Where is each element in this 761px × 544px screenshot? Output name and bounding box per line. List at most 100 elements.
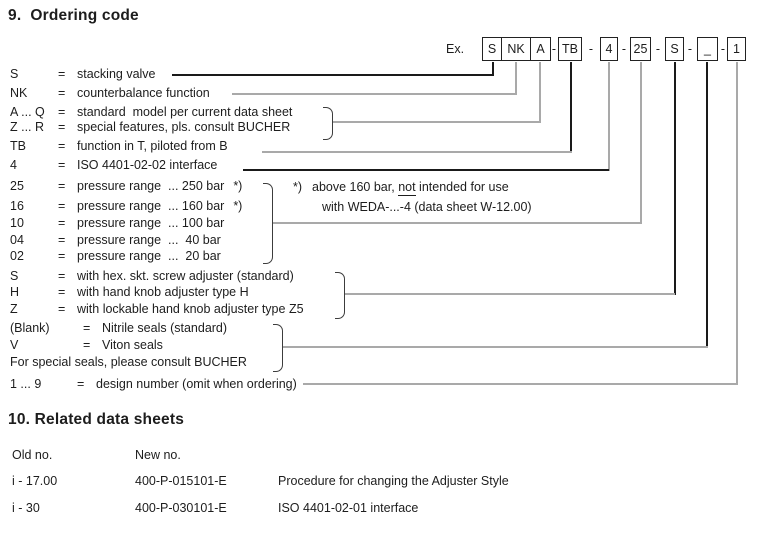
legend-code: A ... Q	[10, 105, 45, 119]
footnote-line1: *) above 160 bar, not intended for use	[293, 180, 509, 196]
legend-desc: pressure range ... 100 bar	[77, 216, 225, 230]
legend-desc: counterbalance function	[77, 86, 210, 100]
connector-4-line	[243, 169, 609, 171]
related-row: i - 17.00 400-P-015101-E Procedure for c…	[0, 474, 761, 490]
legend-note: For special seals, please consult BUCHER	[10, 355, 247, 369]
legend-row-screw-adjuster: S=with hex. skt. screw adjuster (standar…	[10, 269, 294, 285]
equals-sign: =	[83, 321, 91, 335]
equals-sign: =	[58, 199, 66, 213]
legend-row-viton-seals: V = Viton seals	[10, 338, 163, 354]
footnote-marker: *)	[233, 179, 243, 193]
code-dash: -	[720, 42, 726, 56]
section-10-title: 10. Related data sheets	[8, 411, 185, 428]
connector-design-vertical	[736, 62, 738, 385]
legend-row-pressure-100: 10=pressure range ... 100 bar	[10, 216, 224, 232]
connector-tb-line	[262, 151, 572, 153]
legend-code: (Blank)	[10, 321, 50, 335]
new-number: 400-P-015101-E	[135, 474, 227, 488]
legend-desc: design number (omit when ordering)	[96, 377, 297, 391]
code-dash: -	[588, 42, 594, 56]
legend-row-tb: TB=function in T, piloted from B	[10, 139, 228, 155]
equals-sign: =	[58, 67, 66, 81]
legend-code: 16	[10, 199, 24, 213]
code-box-tb: TB	[558, 37, 582, 61]
connector-adjuster-line	[344, 293, 675, 295]
column-header-old-no: Old no.	[12, 448, 53, 462]
legend-code: S	[10, 67, 19, 81]
connector-nk-line	[232, 93, 517, 95]
code-box-group: S NK A	[482, 37, 551, 61]
code-box-a: A	[530, 38, 550, 60]
connector-s-vertical	[492, 62, 494, 76]
section-9-title: 9. Ordering code	[8, 7, 139, 24]
equals-sign: =	[58, 249, 66, 263]
code-box-design: 1	[727, 37, 746, 61]
related-row: i - 30 400-P-030101-E ISO 4401-02-01 int…	[0, 501, 761, 517]
brace-model-group	[323, 107, 333, 140]
code-box-nk: NK	[501, 38, 530, 60]
footnote-marker: *)	[293, 180, 303, 194]
code-dash: -	[687, 42, 693, 56]
legend-code: 04	[10, 233, 24, 247]
legend-code: 1 ... 9	[10, 377, 42, 391]
new-number: 400-P-030101-E	[135, 501, 227, 515]
code-dash: -	[621, 42, 627, 56]
equals-sign: =	[58, 302, 66, 316]
legend-desc: with hex. skt. screw adjuster (standard)	[77, 269, 294, 283]
code-box-seal: _	[697, 37, 718, 61]
equals-sign: =	[58, 120, 66, 134]
connector-seal-vertical	[706, 62, 708, 348]
related-header-row: Old no. New no.	[0, 448, 761, 464]
equals-sign: =	[58, 285, 66, 299]
equals-sign: =	[58, 105, 66, 119]
connector-pressure-line	[272, 222, 642, 224]
legend-code: 4	[10, 158, 17, 172]
legend-desc: stacking valve	[77, 67, 156, 81]
equals-sign: =	[58, 233, 66, 247]
legend-row-special-seals-note: For special seals, please consult BUCHER	[10, 355, 247, 371]
legend-code: NK	[10, 86, 28, 100]
legend-desc: Viton seals	[102, 338, 163, 352]
code-dash: -	[551, 42, 557, 56]
legend-desc: with hand knob adjuster type H	[77, 285, 249, 299]
legend-row-hand-knob: H=with hand knob adjuster type H	[10, 285, 249, 301]
connector-4-vertical	[608, 62, 610, 171]
legend-code: Z	[10, 302, 18, 316]
legend-row-pressure-40: 04 = pressure range ... 40 bar	[10, 233, 221, 249]
footnote-marker: *)	[233, 199, 243, 213]
code-box-25: 25	[630, 37, 651, 61]
legend-code: S	[10, 269, 19, 283]
legend-row-counterbalance: NK=counterbalance function	[10, 86, 210, 102]
equals-sign: =	[58, 216, 66, 230]
connector-s-line	[172, 74, 493, 76]
legend-code: Z ... R	[10, 120, 45, 134]
legend-code: V	[10, 338, 19, 352]
equals-sign: =	[83, 338, 91, 352]
code-box-s: S	[487, 42, 497, 56]
legend-desc: pressure range ... 40 bar	[77, 233, 221, 247]
column-header-new-no: New no.	[135, 448, 181, 462]
legend-code: 25	[10, 179, 24, 193]
legend-row-stacking: S = stacking valve	[10, 67, 156, 83]
old-number: i - 30	[12, 501, 40, 515]
legend-row-interface: 4=ISO 4401-02-02 interface	[10, 158, 217, 174]
connector-adjuster-vertical	[674, 62, 676, 295]
legend-desc: Nitrile seals (standard)	[102, 321, 228, 335]
footnote-text: intended for use	[415, 180, 509, 194]
legend-row-pressure-20: 02=pressure range ... 20 bar	[10, 249, 221, 265]
brace-seal-group	[273, 324, 283, 372]
footnote-text: above 160 bar,	[312, 180, 399, 194]
connector-design-line	[303, 383, 737, 385]
legend-desc: with lockable hand knob adjuster type Z5	[77, 302, 304, 316]
footnote-line2: with WEDA-...-4 (data sheet W-12.00)	[322, 200, 532, 214]
connector-pressure-vertical	[640, 62, 642, 224]
legend-desc: pressure range ... 20 bar	[77, 249, 221, 263]
legend-row-nitrile-seals: (Blank) = Nitrile seals (standard)	[10, 321, 227, 337]
code-box-adjuster: S	[665, 37, 684, 61]
legend-code: TB	[10, 139, 26, 153]
footnote-underlined-word: not	[398, 180, 416, 196]
code-box-4: 4	[600, 37, 618, 61]
connector-nk-vertical	[515, 62, 517, 95]
legend-row-design-number: 1 ... 9=design number (omit when orderin…	[10, 377, 297, 393]
